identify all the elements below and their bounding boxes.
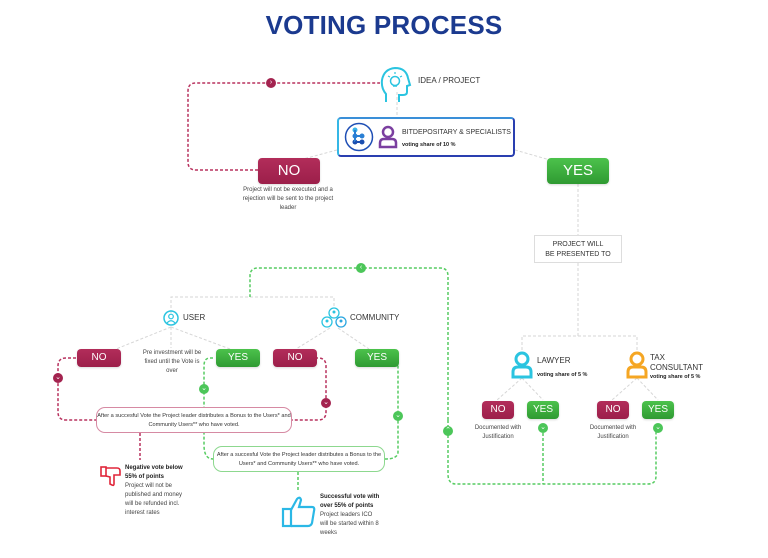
tax-justification-note: Documented with Justification [589, 425, 637, 440]
negative-outcome-text: Project will not be published and money … [125, 483, 183, 516]
connector-tax-to-yes [636, 377, 659, 401]
connector-community-to-no [295, 327, 331, 350]
positive-outcome-text: Project leaders ICO will be started with… [320, 512, 379, 536]
positive-outcome: Successful vote with over 55% of points … [320, 493, 382, 538]
chevron-down-icon: ⌄ [199, 384, 209, 394]
presented-line2: BE PRESENTED TO [545, 251, 611, 258]
presented-to-box: PROJECT WILL BE PRESENTED TO [534, 235, 622, 263]
tax-yes-button[interactable]: YES [642, 401, 674, 419]
lawyer-yes-button[interactable]: YES [527, 401, 559, 419]
decision-yes-button[interactable]: YES [547, 158, 609, 184]
lawyer-label: LAWYER [537, 356, 571, 365]
chevron-down-icon: ⌄ [321, 398, 331, 408]
arrow-right-icon: › [266, 78, 276, 88]
tax-no-button[interactable]: NO [597, 401, 629, 419]
connector-user-to-no [115, 326, 172, 350]
user-no-button[interactable]: NO [77, 349, 121, 367]
presented-line1: PROJECT WILL [552, 241, 604, 248]
idea-label: IDEA / PROJECT [418, 76, 481, 85]
path-user-yes [203, 357, 214, 460]
pre-investment-note: Pre investment will be fixed until the V… [142, 350, 202, 374]
idea-node: IDEA / PROJECT [380, 66, 520, 106]
negative-outcome: Negative vote below 55% of points Projec… [125, 464, 189, 518]
chevron-down-icon: ⌄ [653, 423, 663, 433]
user-icon [163, 310, 179, 326]
arrow-left-icon: ‹ [356, 263, 366, 273]
user-yes-button[interactable]: YES [216, 349, 260, 367]
lawyer-icon [511, 351, 533, 379]
chevron-down-icon: ⌄ [53, 373, 63, 383]
tax-consultant-icon [626, 351, 648, 379]
lawyer-share: voting share of 5 % [537, 372, 588, 378]
connector-community-to-yes [337, 327, 370, 350]
tax-label-line1: TAX [650, 353, 665, 362]
path-experts-bottom [447, 420, 657, 485]
connector-tax-to-no [611, 377, 638, 401]
community-no-button[interactable]: NO [273, 349, 317, 367]
community-yes-button[interactable]: YES [355, 349, 399, 367]
bitdepositary-share: voting share of 10 % [402, 142, 456, 148]
negative-outcome-heading: Negative vote below 55% of points [125, 465, 183, 480]
connector-lawyer-to-no [496, 377, 523, 401]
tax-label-line2: CONSULTANT [650, 363, 704, 372]
page-title: VOTING PROCESS [265, 10, 503, 40]
connector-bitdepositary-to-yes [514, 149, 551, 161]
bitdepositary-label: BITDEPOSITARY & SPECIALISTS [402, 129, 511, 136]
path-user-no [57, 357, 96, 421]
chevron-up-icon: ⌃ [443, 426, 453, 436]
decision-no-button[interactable]: NO [258, 158, 320, 184]
bitdepositary-node: BITDEPOSITARY & SPECIALISTS voting share… [337, 117, 515, 157]
thumbs-down-icon [100, 466, 121, 487]
path-community-no [292, 357, 327, 421]
lawyer-justification-note: Documented with Justification [474, 425, 522, 440]
connector-split-user-community [170, 296, 335, 313]
bonus-box-pink: After a succesful Vote the Project leade… [96, 407, 292, 433]
loop-experts-back-to-vote [249, 267, 449, 420]
loop-no-back-to-idea [187, 82, 380, 171]
connector-presented-to-tax [578, 335, 638, 350]
bitdepositary-logo-icon [344, 122, 374, 152]
head-lightbulb-icon [380, 66, 412, 102]
path-community-yes [384, 357, 399, 460]
chevron-down-icon: ⌄ [538, 423, 548, 433]
connector-user-to-yes [170, 326, 231, 350]
user-label: USER [183, 313, 206, 322]
bonus-box-green: After a succesful Vote the Project leade… [213, 446, 385, 472]
community-label: COMMUNITY [350, 313, 400, 322]
connector-presented-to-experts [521, 263, 579, 350]
chevron-down-icon: ⌄ [393, 411, 403, 421]
person-icon [378, 125, 398, 149]
lawyer-no-button[interactable]: NO [482, 401, 514, 419]
community-icon [321, 307, 347, 328]
positive-outcome-heading: Successful vote with over 55% of points [320, 494, 380, 509]
rejection-note: Project will not be executed and a rejec… [242, 187, 334, 211]
thumbs-up-icon [281, 496, 316, 528]
connector-bitdepositary-to-no [291, 149, 338, 163]
connector-lawyer-to-yes [521, 377, 544, 401]
tax-consultant-share: voting share of 5 % [650, 374, 701, 380]
tax-consultant-label: TAX CONSULTANT [650, 353, 703, 373]
